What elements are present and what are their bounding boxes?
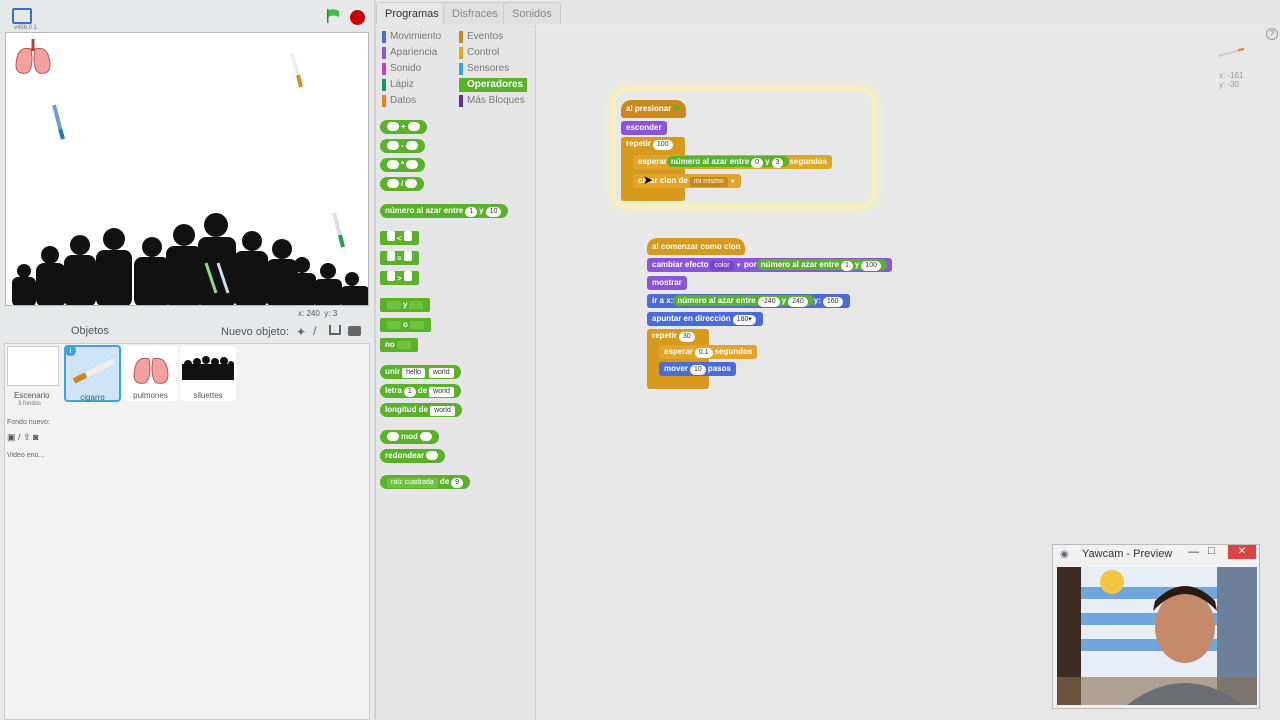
category-operadores[interactable]: Operadores xyxy=(459,78,527,92)
stop-icon[interactable] xyxy=(350,10,365,25)
block-divide[interactable]: / xyxy=(380,177,425,191)
camera-icon[interactable] xyxy=(348,326,361,336)
block-when-start-as-clone[interactable]: al comenzar como clon xyxy=(647,238,746,255)
category-movimiento[interactable]: Movimiento xyxy=(382,30,441,44)
block-add[interactable]: + xyxy=(380,120,427,134)
sprite-x-readout: x: -161 xyxy=(1219,71,1244,80)
minimize-button[interactable]: — xyxy=(1188,546,1199,558)
brush-icon[interactable]: / xyxy=(313,324,317,338)
stage-item-sub: 3 fondos xyxy=(18,401,42,407)
category-lapiz[interactable]: Lápiz xyxy=(382,78,414,92)
objects-label: Objetos xyxy=(71,325,109,337)
cursor-icon: ➤ xyxy=(643,173,654,187)
lungs-sprite xyxy=(15,39,51,74)
maximize-button[interactable]: □ xyxy=(1208,545,1215,557)
block-greater-than[interactable]: > xyxy=(380,271,419,285)
paint-new-sprite-icon[interactable]: ✦ xyxy=(296,325,307,339)
block-mod[interactable]: mod xyxy=(380,430,439,444)
close-button[interactable]: ✕ xyxy=(1228,545,1256,559)
category-datos[interactable]: Datos xyxy=(382,94,416,108)
sprites-header xyxy=(4,320,370,344)
category-mas-bloques[interactable]: Más Bloques xyxy=(459,94,525,108)
tab-programas[interactable]: Programas xyxy=(376,2,448,24)
category-eventos[interactable]: Eventos xyxy=(459,30,503,44)
backdrop-tools[interactable]: ▣ / ⇪ ◙ xyxy=(7,432,39,442)
block-less-than[interactable]: < xyxy=(380,231,419,245)
block-not[interactable]: no xyxy=(380,338,418,352)
new-object-label: Nuevo objeto: xyxy=(221,326,289,338)
sprite-item-cigarro[interactable]: cigarro xyxy=(64,345,121,402)
block-equals[interactable]: = xyxy=(380,251,419,265)
sprite-y-readout: y: -30 xyxy=(1219,80,1240,89)
mouse-coords: x: 240 y: 3 xyxy=(298,309,338,318)
block-and[interactable]: y xyxy=(380,298,431,312)
block-round[interactable]: redondear xyxy=(380,449,446,463)
new-backdrop-label: Fondo nuevo: xyxy=(7,419,50,426)
stage-item-label: Escenario xyxy=(14,391,50,400)
sprite-label: pulmones xyxy=(133,391,168,400)
sprite-label: cigarro xyxy=(80,393,105,402)
info-icon[interactable]: i xyxy=(65,345,76,356)
block-when-flag-clicked[interactable]: al presionar ⚑ xyxy=(621,100,686,118)
repeat-c-block-2[interactable] xyxy=(647,329,709,389)
green-flag-icon[interactable] xyxy=(326,9,340,23)
fullscreen-icon[interactable] xyxy=(12,8,32,24)
yawcam-title: Yawcam - Preview xyxy=(1082,548,1173,560)
block-hide[interactable]: esconder xyxy=(621,121,667,135)
silhouettes-sprite xyxy=(12,213,368,305)
webcam-video xyxy=(1057,567,1257,705)
video-label: Video eno... xyxy=(7,452,45,459)
category-sensores[interactable]: Sensores xyxy=(459,62,509,76)
block-multiply[interactable]: * xyxy=(380,158,426,172)
sprite-item-pulmones[interactable]: pulmones xyxy=(123,346,178,401)
cigarette-sprite xyxy=(290,52,303,88)
category-sonido[interactable]: Sonido xyxy=(382,62,421,76)
cigarette-sprite xyxy=(52,104,65,140)
sprite-item-siluettes[interactable]: siluettes xyxy=(180,346,236,401)
blocks-palette xyxy=(374,0,534,720)
stage-canvas[interactable] xyxy=(5,32,369,306)
version-label: v456.0.1 xyxy=(14,25,38,31)
upload-icon[interactable] xyxy=(329,325,341,335)
block-or[interactable]: o xyxy=(380,318,431,332)
yawcam-app-icon: ◉ xyxy=(1060,549,1069,560)
cigarette-sprite xyxy=(332,212,345,248)
help-icon[interactable]: ? xyxy=(1266,28,1278,40)
green-flag-icon: ⚑ xyxy=(673,104,681,113)
category-control[interactable]: Control xyxy=(459,46,499,60)
stage-thumbnail[interactable] xyxy=(7,346,59,386)
category-apariencia[interactable]: Apariencia xyxy=(382,46,437,60)
block-subtract[interactable]: - xyxy=(380,139,425,153)
tab-sonidos[interactable]: Sonidos xyxy=(503,2,561,24)
sprite-label: siluettes xyxy=(193,391,223,400)
tab-disfraces[interactable]: Disfraces xyxy=(443,2,507,24)
sprite-preview-icon xyxy=(1216,44,1246,57)
block-show[interactable]: mostrar xyxy=(647,276,687,290)
